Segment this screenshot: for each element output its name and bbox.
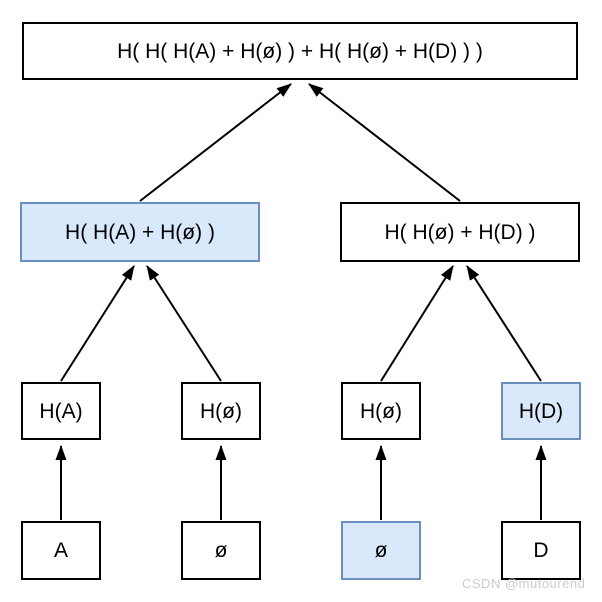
node-leaf-empty-2: ø	[341, 521, 421, 580]
node-hash-A: H(A)	[21, 382, 101, 440]
arrow-hA-to-l2left	[60, 265, 135, 382]
node-leaf-A: A	[21, 521, 101, 580]
node-hash-empty-1: H(ø)	[181, 382, 261, 440]
arrow-hEmpty2-to-l2right	[380, 265, 454, 382]
arrow-hD-to-l2right	[466, 265, 542, 382]
watermark: CSDN @mutourend	[462, 576, 586, 591]
arrow-l2left-to-root	[139, 83, 292, 202]
node-leaf-empty-1: ø	[181, 521, 261, 580]
node-leaf-D: D	[501, 521, 581, 580]
arrow-l2right-to-root	[308, 83, 461, 202]
arrow-hEmpty1-to-l2left	[146, 265, 222, 382]
node-root-hash: H( H( H(A) + H(ø) ) + H( H(ø) + H(D) ) )	[22, 22, 578, 80]
node-hash-empty-2: H(ø)	[341, 382, 421, 440]
node-hash-D: H(D)	[501, 382, 581, 440]
node-hash-left-subtree: H( H(A) + H(ø) )	[20, 202, 260, 262]
node-hash-right-subtree: H( H(ø) + H(D) )	[340, 202, 580, 262]
